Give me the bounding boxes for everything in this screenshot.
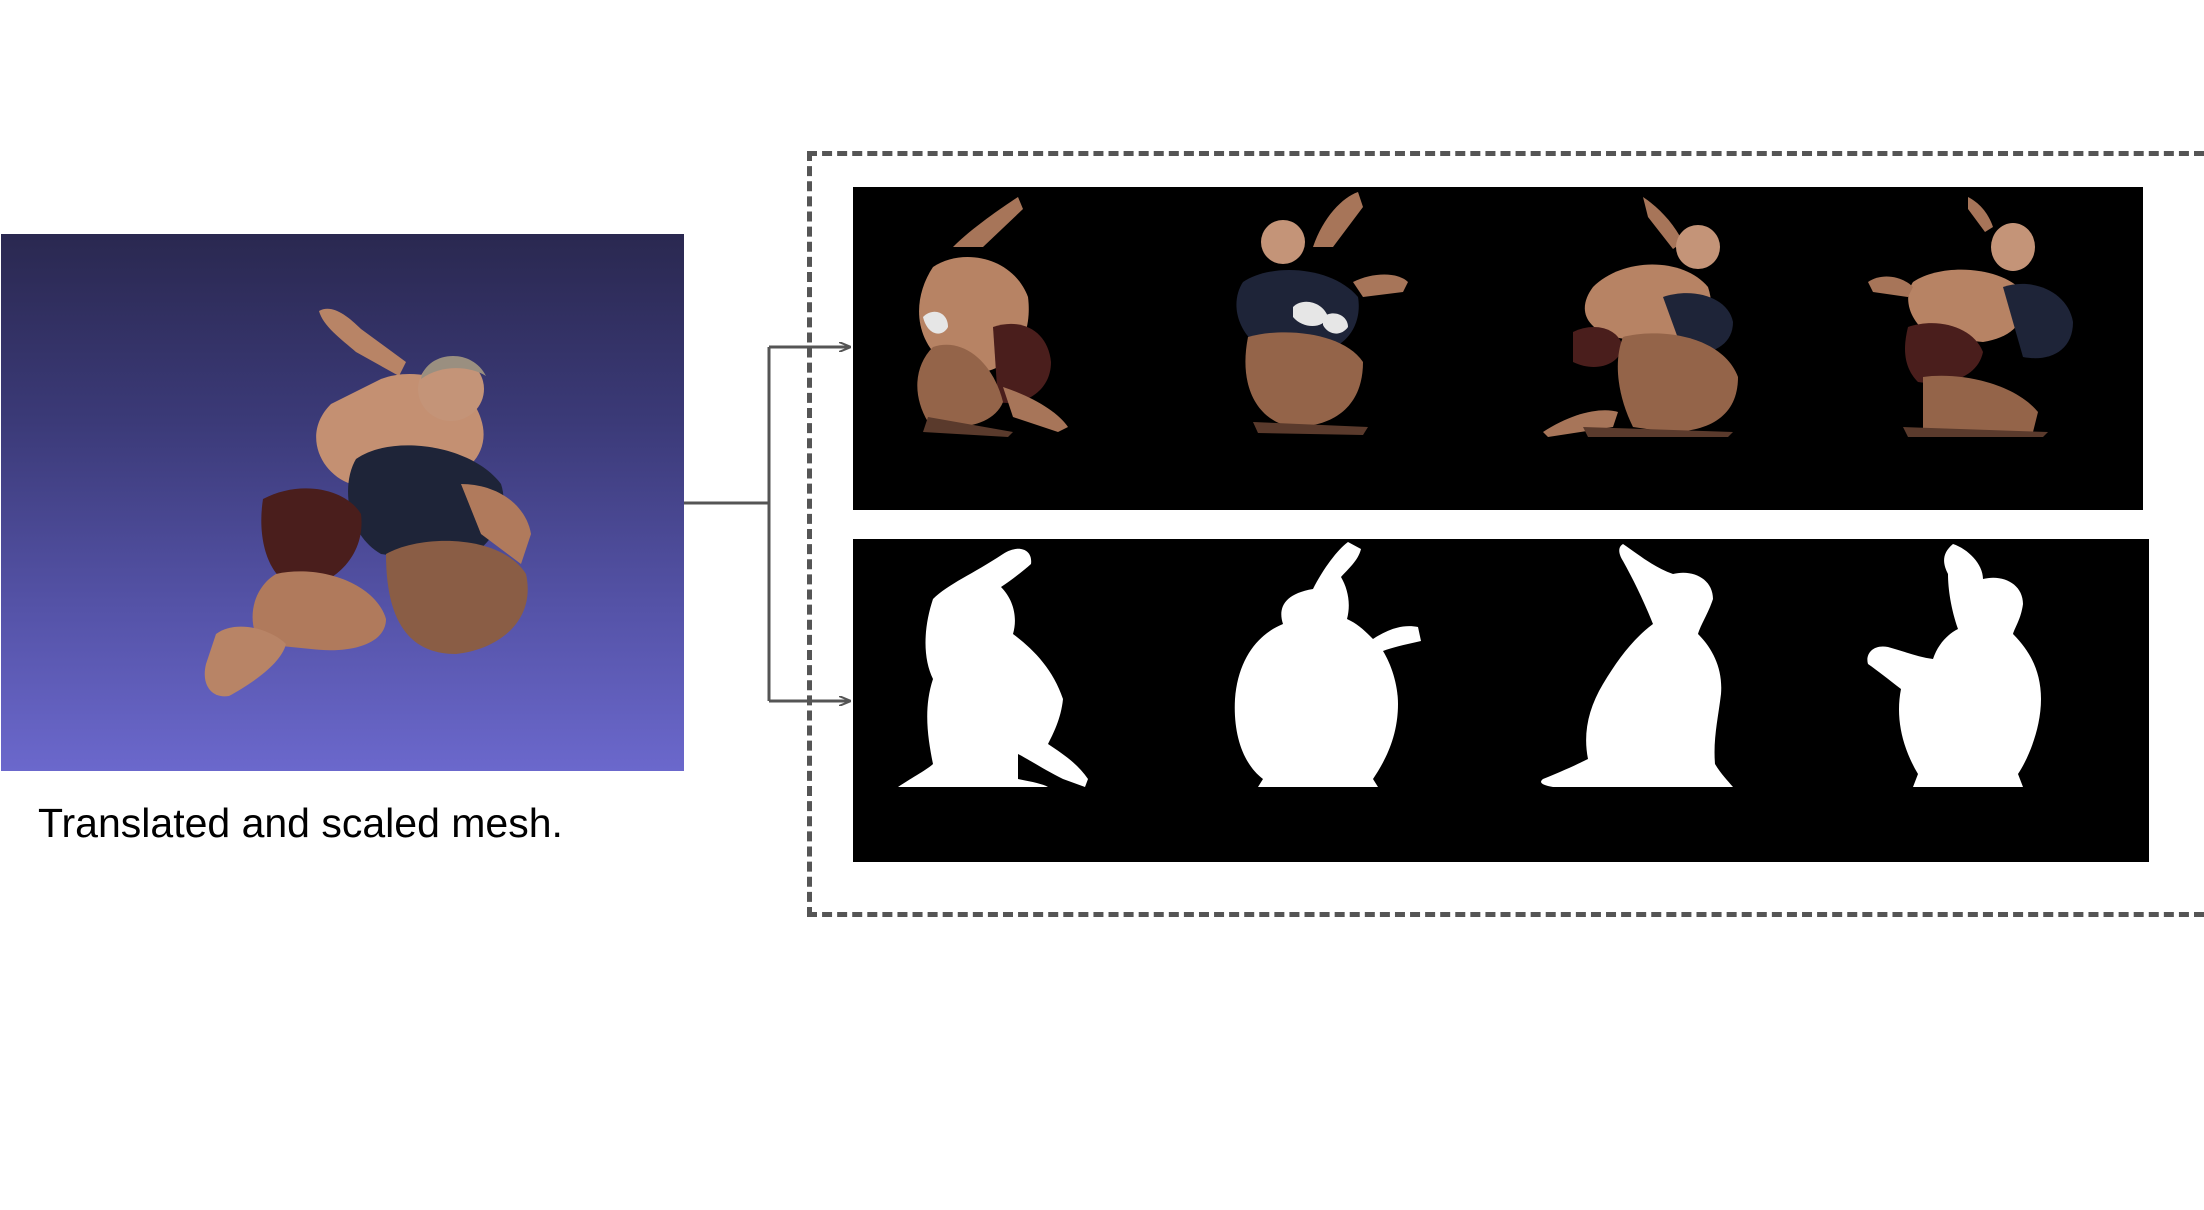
rgb-view-4 <box>1868 197 2073 437</box>
output-views-group <box>807 151 2204 917</box>
mask-views-strip <box>853 539 2149 862</box>
rgb-views-strip <box>853 187 2143 510</box>
rgb-view-1 <box>917 197 1068 437</box>
rgb-view-2 <box>1236 192 1408 435</box>
grappling-figures-mesh <box>204 308 531 697</box>
mesh-caption: Translated and scaled mesh. <box>38 800 563 846</box>
mask-view-1 <box>898 548 1088 787</box>
mask-view-3 <box>1541 544 1733 787</box>
mask-view-4 <box>1867 544 2041 787</box>
rgb-view-3 <box>1543 197 1738 437</box>
mask-view-2 <box>1234 542 1421 787</box>
mesh-render <box>1 234 684 771</box>
